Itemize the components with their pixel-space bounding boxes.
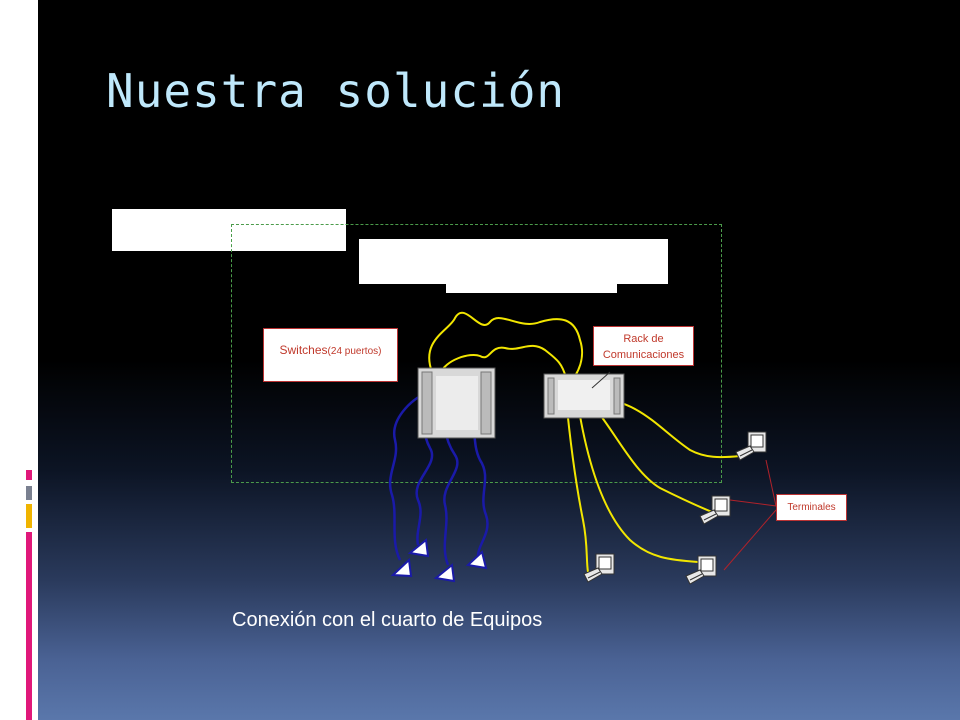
terminales-label: Terminales: [776, 494, 847, 521]
slide-caption: Conexión con el cuarto de Equipos: [232, 609, 543, 631]
white-box-2-tab: [446, 284, 617, 293]
network-area-boundary: [231, 224, 722, 483]
decorative-color-bars: [26, 470, 32, 720]
slide-background: [38, 0, 960, 720]
switches-label-text: Switches: [279, 343, 328, 357]
rack-device: [543, 371, 625, 419]
rack-label-line1: Rack de: [623, 333, 664, 345]
switch-device: [417, 367, 496, 439]
switches-ports-text: (24 puertos): [327, 346, 382, 357]
rack-label-line2: Comunicaciones: [602, 349, 685, 361]
white-box-1: [112, 209, 346, 251]
slide-title: Nuestra solución: [106, 64, 566, 118]
decorative-bars-top: [18, 8, 34, 108]
rack-label: Rack de Comunicaciones: [593, 326, 694, 366]
white-box-2: [359, 239, 668, 284]
switches-label: Switches(24 puertos): [263, 328, 398, 382]
